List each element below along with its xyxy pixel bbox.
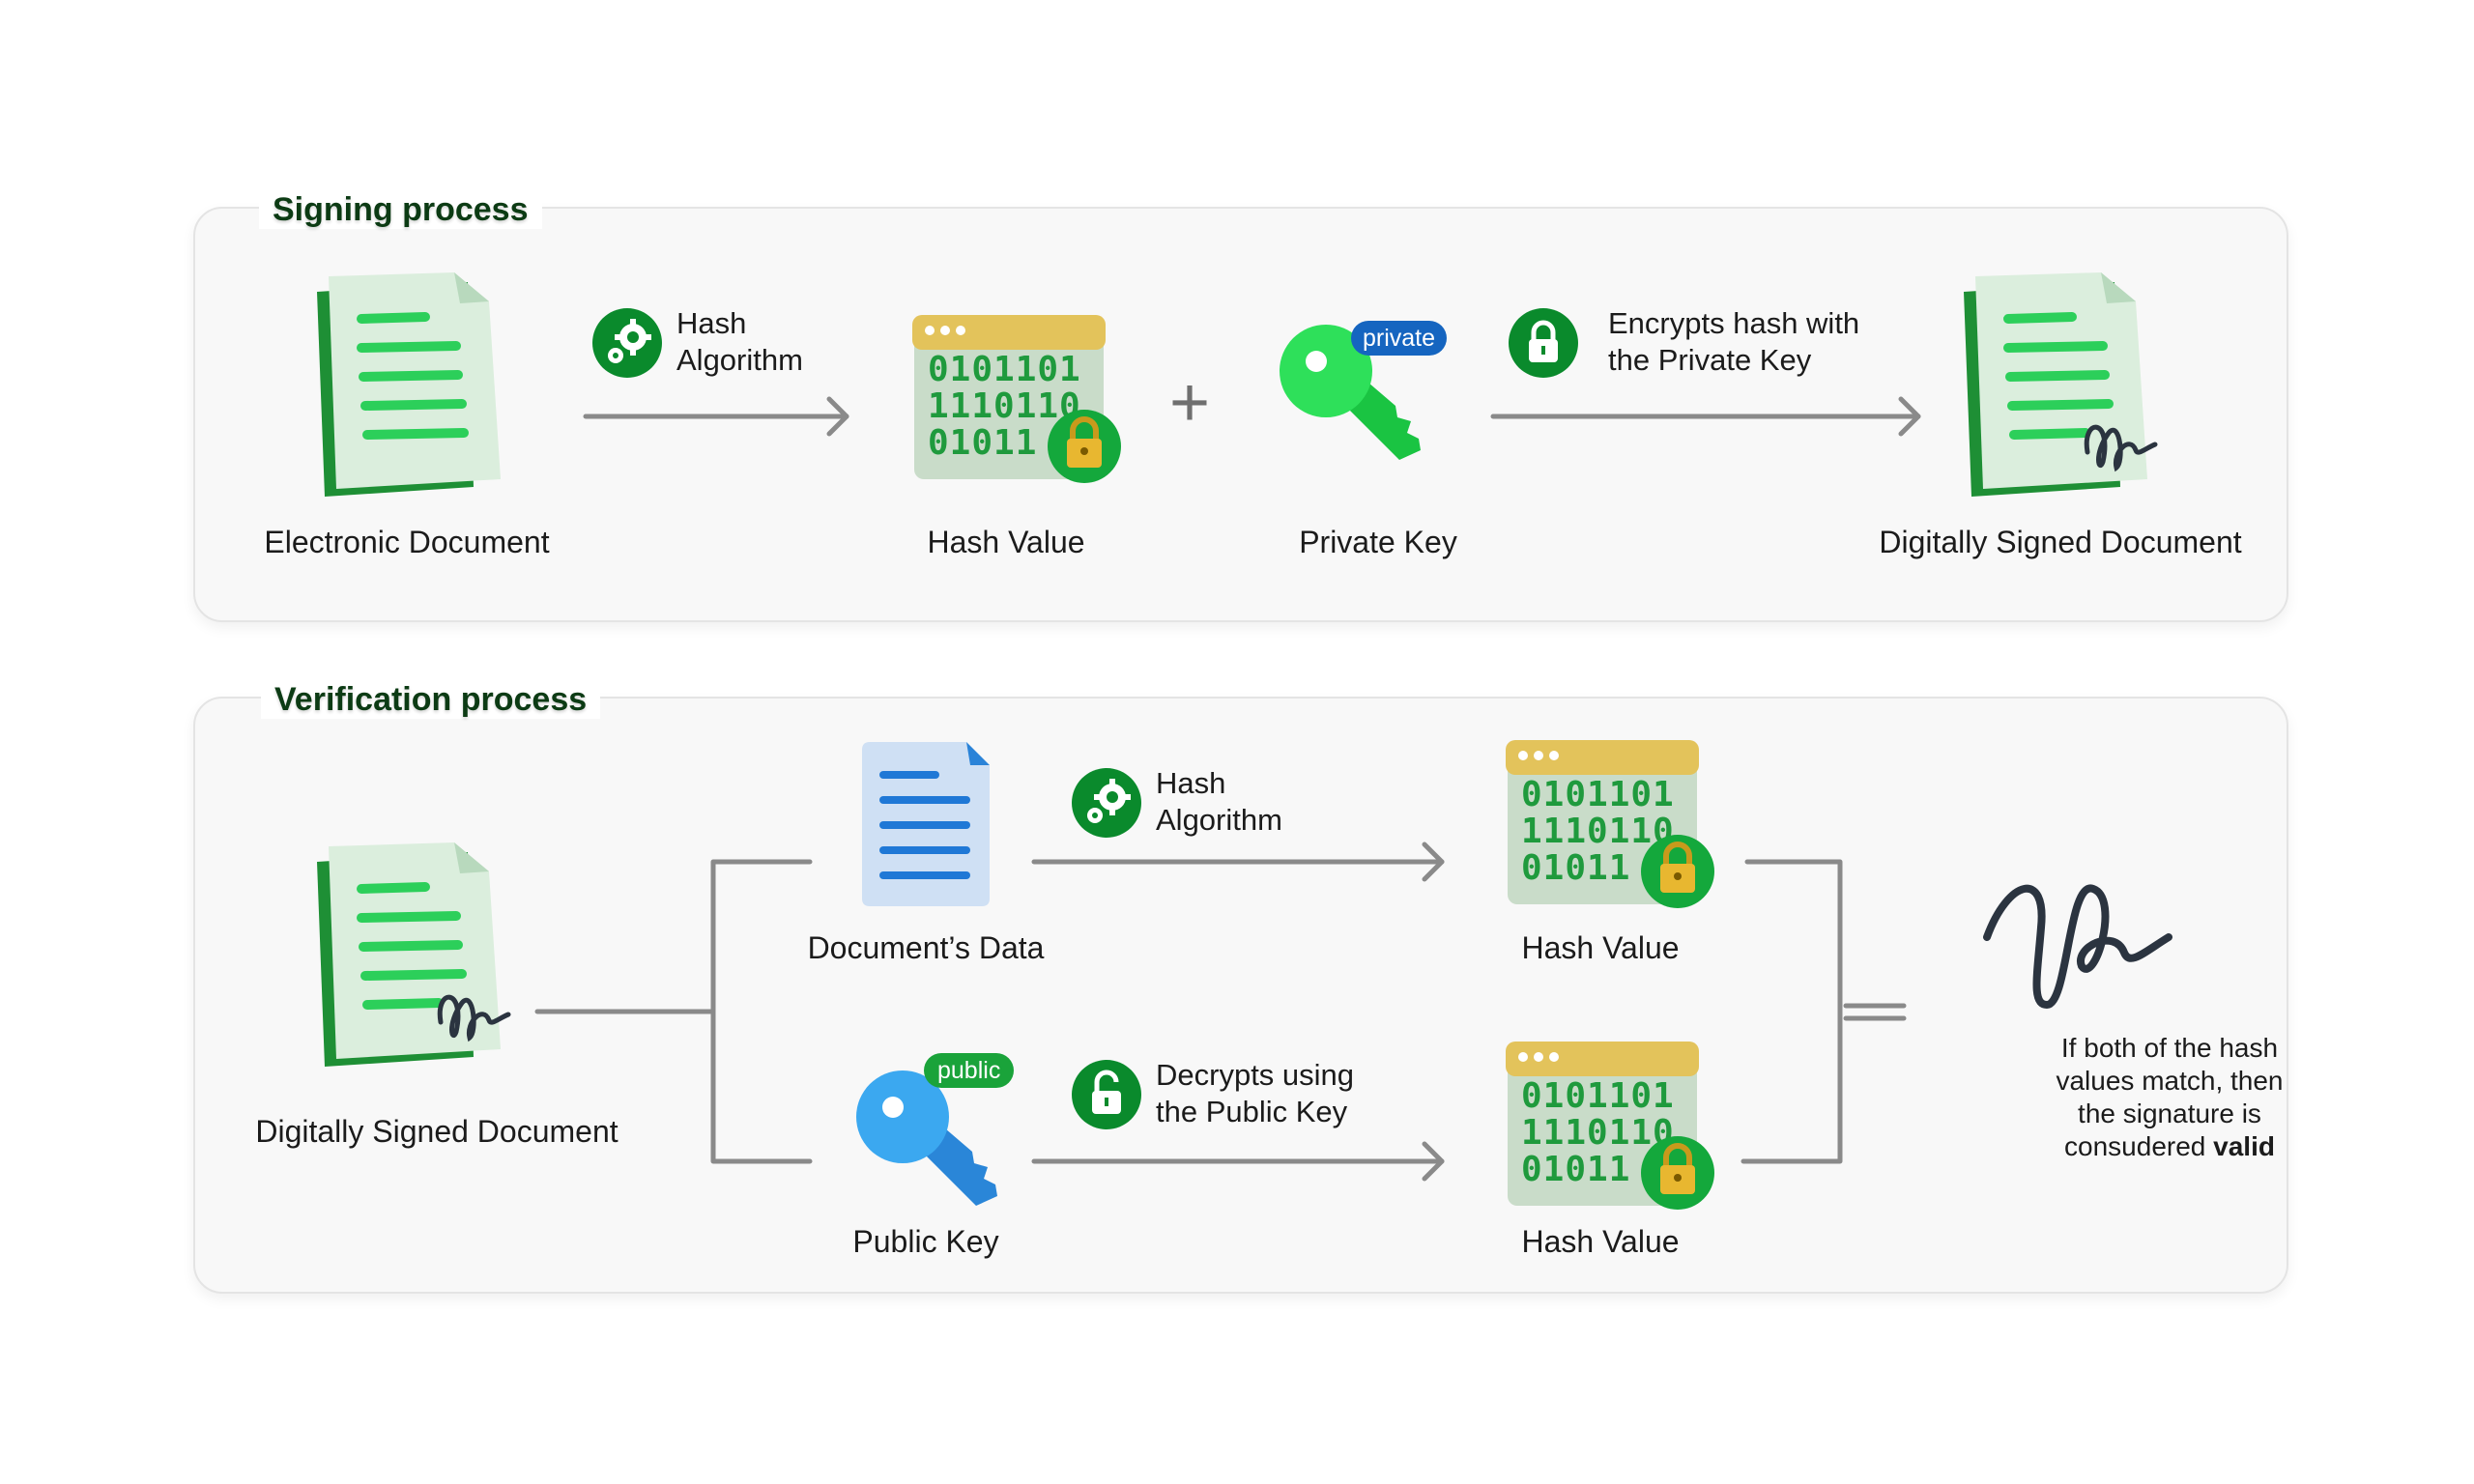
result-text: consudered xyxy=(2064,1131,2206,1161)
hash-value-icon: 0101101 1110110 01011 xyxy=(912,315,1125,489)
verify-hash-algorithm-line2: Algorithm xyxy=(1156,803,1282,837)
hash-value-icon: 0101101 1110110 01011 xyxy=(1506,740,1718,914)
binary-line: 1110110 xyxy=(1521,812,1675,851)
verify-hash-algorithm-line1: Hash xyxy=(1156,766,1226,800)
result-line: the signature is xyxy=(2078,1099,2261,1128)
hash-value-icon: 0101101 1110110 01011 xyxy=(1506,1042,1718,1215)
unlock-icon xyxy=(1072,1060,1141,1129)
decrypt-line2: the Public Key xyxy=(1156,1095,1348,1128)
decrypt-line1: Decrypts using xyxy=(1156,1058,1355,1092)
verification-process-title: Verification process xyxy=(261,680,601,719)
branch-right xyxy=(1740,859,1843,1164)
result-line: consudered valid xyxy=(1986,1130,2353,1163)
signed-document-icon xyxy=(1964,272,2158,497)
private-key-icon xyxy=(1280,325,1421,460)
public-key-icon xyxy=(856,1070,997,1206)
hash-algorithm-line2: Algorithm xyxy=(676,343,803,377)
gear-icon xyxy=(1072,768,1141,838)
documents-data-label: Document’s Data xyxy=(807,930,1045,965)
branch-left xyxy=(710,859,813,1164)
public-key-label: Public Key xyxy=(852,1224,999,1259)
signing-process-panel xyxy=(193,207,2288,622)
hash-algorithm-line1: Hash xyxy=(676,306,747,340)
public-badge: public xyxy=(924,1053,1015,1088)
binary-line: 01011 xyxy=(1521,848,1631,888)
electronic-document-icon xyxy=(317,272,501,497)
signature-icon xyxy=(1983,884,2172,1010)
gear-icon xyxy=(592,308,662,378)
verify-signed-document-label: Digitally Signed Document xyxy=(255,1114,618,1149)
result-line: values match, then xyxy=(2056,1066,2284,1096)
signed-document-label: Digitally Signed Document xyxy=(1879,525,2242,559)
hash-value-label: Hash Value xyxy=(927,525,1085,559)
encrypt-line1: Encrypts hash with xyxy=(1608,306,1860,340)
result-line: If both of the hash xyxy=(2060,1033,2279,1063)
result-note: If both of the hash values match, then t… xyxy=(1986,1032,2353,1163)
binary-line: 0101101 xyxy=(928,350,1081,389)
valid-emphasis: valid xyxy=(2213,1131,2275,1161)
plus-sign: + xyxy=(1169,364,1211,442)
binary-line: 01011 xyxy=(1521,1150,1631,1189)
verification-process-panel xyxy=(193,697,2288,1294)
binary-line: 1110110 xyxy=(1521,1113,1675,1153)
hash-value-top-label: Hash Value xyxy=(1521,930,1680,965)
document-data-icon xyxy=(862,742,990,906)
binary-line: 0101101 xyxy=(1521,1076,1675,1116)
encrypt-line2: the Private Key xyxy=(1608,343,1812,377)
lock-icon xyxy=(1509,308,1578,378)
signing-process-title: Signing process xyxy=(259,190,542,229)
binary-line: 0101101 xyxy=(1521,775,1675,814)
private-badge: private xyxy=(1351,321,1448,356)
signed-document-icon xyxy=(317,842,511,1067)
electronic-document-label: Electronic Document xyxy=(264,525,550,559)
private-key-label: Private Key xyxy=(1299,525,1457,559)
binary-line: 01011 xyxy=(928,423,1038,463)
hash-value-bottom-label: Hash Value xyxy=(1521,1224,1680,1259)
binary-line: 1110110 xyxy=(928,386,1081,426)
